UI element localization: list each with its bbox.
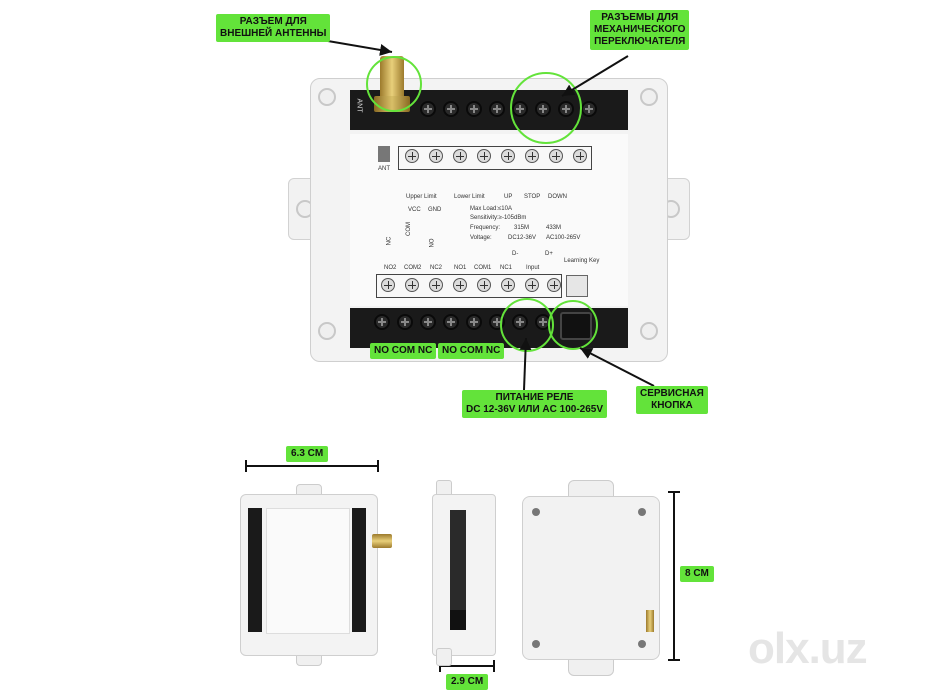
olx-watermark: olx.uz: [748, 624, 868, 673]
back-view-device: [520, 480, 660, 676]
upper-limit-label: Upper Limit: [406, 194, 437, 200]
no-com-nc-callout-2: NO COM NC: [438, 343, 505, 359]
front-view-device: [238, 484, 392, 666]
service-ring: [548, 300, 598, 350]
voltage-label: Voltage:: [470, 235, 492, 241]
terminal-label-nc2: NC2: [430, 265, 443, 271]
height-dimension: 8 CM: [680, 566, 714, 582]
max-load-label: Max Load:≤10A: [470, 206, 512, 212]
no-com-nc-callout-1: NO COM NC: [370, 343, 437, 359]
switch-ring: [510, 72, 582, 144]
sensitivity-label: Sensitivity:≥-105dBm: [470, 215, 527, 221]
power-callout: ПИТАНИЕ РЕЛЕ DC 12-36V ИЛИ AC 100-265V: [462, 390, 608, 418]
depth-dimension: 2.9 CM: [446, 674, 489, 690]
main-device: [288, 78, 690, 368]
terminal-label-no1: NO1: [454, 265, 467, 271]
nc-label: NC: [386, 236, 393, 246]
antenna-ring: [366, 56, 422, 112]
volt2-label: AC100-265V: [546, 235, 581, 241]
learning-key-square: [566, 275, 588, 297]
corner-hole-tl: [318, 88, 336, 106]
terminal-label-input: Input: [526, 265, 540, 271]
ant-icon: [378, 146, 390, 162]
frequency-label: Frequency:: [470, 225, 501, 231]
stop-label: STOP: [524, 194, 541, 200]
ant-side-label: ANT: [355, 98, 363, 113]
width-dimension: 6.3 CM: [286, 446, 329, 462]
gnd-label: GND: [428, 207, 442, 213]
no-label: NO: [429, 238, 436, 248]
freq1-label: 315M: [514, 225, 530, 231]
volt1-label: DC12-36V: [508, 235, 537, 241]
corner-hole-bl: [318, 322, 336, 340]
switch-callout: РАЗЪЕМЫ ДЛЯ МЕХАНИЧЕСКОГО ПЕРЕКЛЮЧАТЕЛЯ: [590, 10, 690, 50]
terminal-label-nc1: NC1: [500, 265, 513, 271]
corner-hole-br: [640, 322, 658, 340]
terminal-label-no2: NO2: [384, 265, 397, 271]
antenna-callout: РАЗЪЕМ ДЛЯ ВНЕШНЕЙ АНТЕННЫ: [216, 14, 331, 42]
d-minus-label: D-: [512, 251, 519, 257]
terminal-label-com1: COM1: [474, 265, 492, 271]
freq2-label: 433M: [546, 225, 562, 231]
ant-board-label: ANT: [378, 166, 390, 172]
service-callout: СЕРВИСНАЯ КНОПКА: [636, 386, 708, 414]
power-ring: [500, 298, 554, 352]
vcc-label: VCC: [408, 207, 421, 213]
com-label: COM: [406, 222, 412, 236]
terminal-label-com2: COM2: [404, 265, 422, 271]
side-view-device: [432, 480, 498, 666]
d-plus-label: D+: [545, 251, 553, 257]
corner-hole-tr: [640, 88, 658, 106]
down-label: DOWN: [548, 194, 567, 200]
learning-key-label: Learning Key: [564, 258, 600, 264]
lower-limit-label: Lower Limit: [454, 194, 485, 200]
up-label: UP: [504, 194, 513, 200]
